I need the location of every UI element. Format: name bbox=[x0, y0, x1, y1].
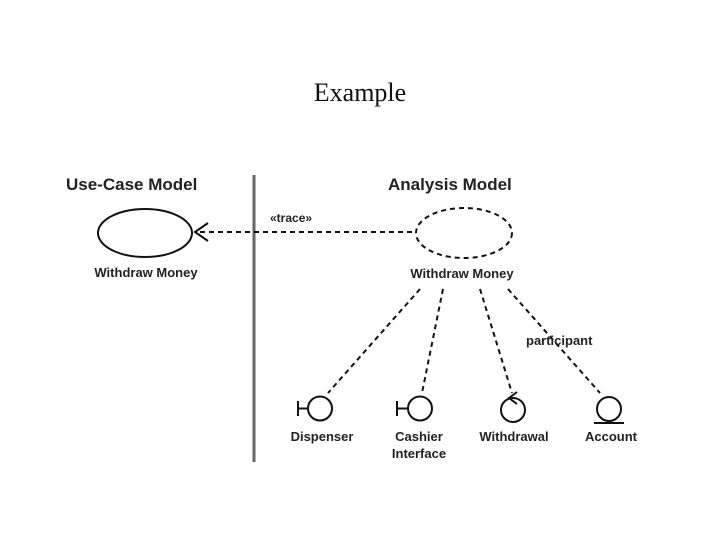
use-case-model-heading: Use-Case Model bbox=[66, 175, 197, 194]
realization-label: Withdraw Money bbox=[410, 266, 514, 281]
analysis-model-heading: Analysis Model bbox=[388, 175, 512, 194]
class-label-interface: Interface bbox=[392, 446, 446, 461]
use-case-ellipse bbox=[97, 208, 193, 258]
entity-class-icon bbox=[594, 396, 624, 424]
trace-label: «trace» bbox=[270, 211, 312, 225]
boundary-class-icon bbox=[396, 395, 433, 422]
class-label-account: Account bbox=[585, 429, 638, 444]
class-label-dispenser: Dispenser bbox=[291, 429, 354, 444]
participant-line-dispenser bbox=[327, 288, 421, 394]
slide-title: Example bbox=[313, 78, 407, 107]
participant-line-withdrawal bbox=[479, 288, 513, 394]
boundary-class-icon bbox=[297, 395, 333, 422]
control-class-icon bbox=[500, 391, 526, 423]
trace-arrowhead bbox=[193, 222, 209, 242]
participant-line-cashier bbox=[421, 288, 444, 394]
use-case-label: Withdraw Money bbox=[94, 265, 198, 280]
participant-label: participant bbox=[526, 333, 593, 348]
realization-ellipse bbox=[415, 207, 513, 259]
class-label-cashier: Cashier bbox=[395, 429, 443, 444]
class-label-withdrawal: Withdrawal bbox=[479, 429, 548, 444]
